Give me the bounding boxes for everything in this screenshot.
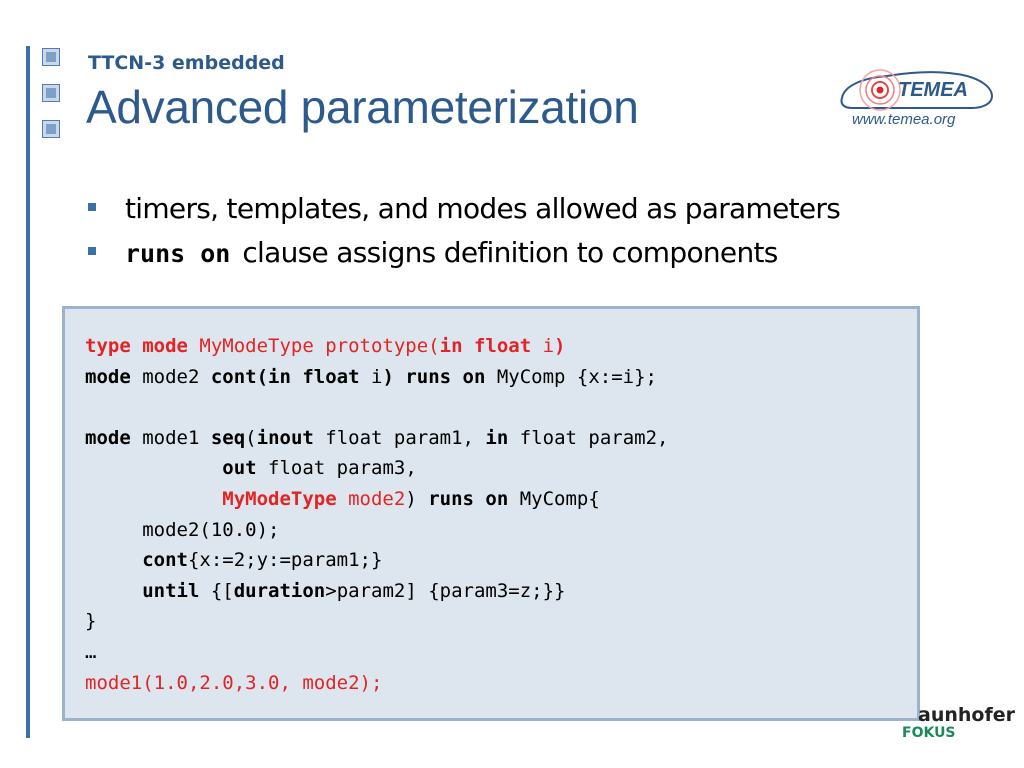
- bullet-text: timers, templates, and modes allowed as …: [125, 192, 841, 225]
- code-block: type mode MyModeType prototype(in float …: [62, 306, 920, 721]
- bullet-text-rest: clause assigns definition to components: [242, 236, 778, 269]
- logo-url: www.temea.org: [852, 111, 956, 128]
- decor-square-1: [42, 48, 60, 66]
- decor-square-2: [42, 84, 60, 102]
- code-listing: type mode MyModeType prototype(in float …: [85, 331, 668, 698]
- code-line-6: MyModeType mode2) runs on MyComp{: [222, 487, 600, 510]
- code-line-12: mode1(1.0,2.0,3.0, mode2);: [85, 671, 383, 694]
- code-line-4: mode mode1 seq(inout float param1, in fl…: [85, 426, 669, 449]
- code-line-11: …: [85, 640, 97, 663]
- bullet-keyword: runs on: [125, 239, 231, 268]
- slide-title: Advanced parameterization: [86, 81, 639, 133]
- bullet-text: runs on clause assigns definition to comp…: [125, 236, 778, 269]
- code-line-1: type mode MyModeType prototype(in float …: [85, 335, 566, 357]
- slide-subtitle: TTCN-3 embedded: [88, 52, 285, 74]
- bullet-square-icon: [88, 247, 96, 255]
- code-line-3-blank: [85, 392, 668, 423]
- code-line-10: }: [85, 610, 97, 633]
- bullet-square-icon: [88, 203, 96, 211]
- temea-logo: TEMEA: [840, 69, 994, 111]
- logo-wordmark: TEMEA: [898, 79, 968, 101]
- fokus-logo-text: FOKUS: [902, 725, 956, 741]
- fraunhofer-logo-text: aunhofer: [918, 704, 1015, 726]
- decor-square-3: [42, 120, 60, 138]
- code-line-5: out float param3,: [222, 457, 417, 480]
- code-line-8: cont{x:=2;y:=param1;}: [142, 549, 383, 572]
- code-line-2: mode mode2 cont(in float i) runs on MyCo…: [85, 365, 657, 388]
- left-accent-bar: [26, 46, 30, 738]
- code-line-7: mode2(10.0);: [142, 518, 280, 541]
- code-line-9: until {[duration>param2] {param3=z;}}: [142, 579, 566, 602]
